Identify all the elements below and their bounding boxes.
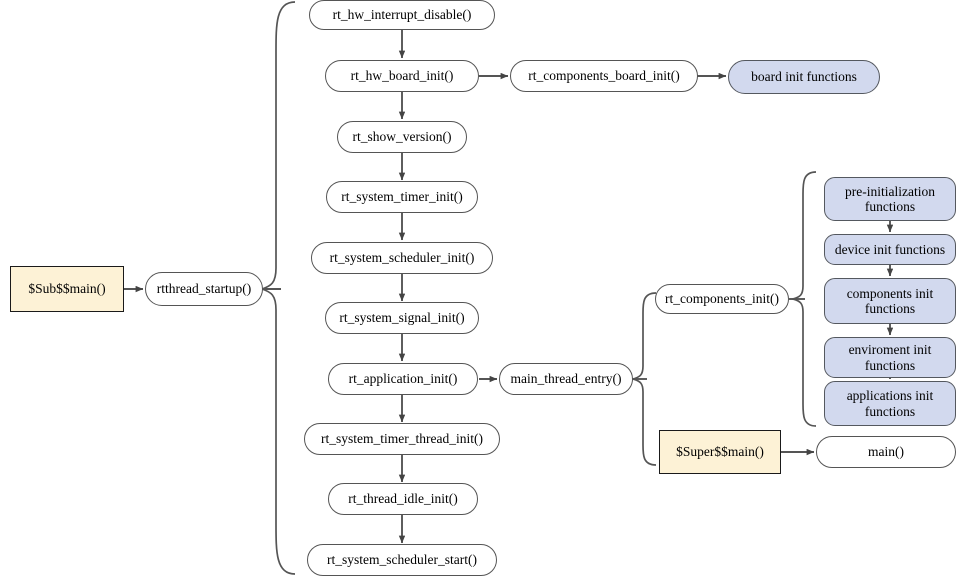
- node-pre-initialization-functions[interactable]: pre-initialization functions: [824, 177, 956, 221]
- node-device-init-functions-label: device init functions: [834, 241, 946, 257]
- node-main-thread-entry-label: main_thread_entry(): [510, 371, 622, 387]
- node-rt-system-signal-init[interactable]: rt_system_signal_init(): [325, 302, 479, 334]
- node-rt-components-init-label: rt_components_init(): [665, 291, 779, 307]
- node-super-main-label: $Super$$main(): [676, 444, 764, 460]
- node-enviroment-init-functions-label: enviroment init functions: [848, 342, 932, 373]
- node-rt-application-init[interactable]: rt_application_init(): [328, 363, 478, 395]
- node-rtthread-startup-label: rtthread_startup(): [156, 281, 252, 297]
- node-rt-components-board-init[interactable]: rt_components_board_init(): [510, 60, 698, 92]
- node-rt-show-version[interactable]: rt_show_version(): [337, 121, 467, 153]
- node-rt-system-timer-thread-init-label: rt_system_timer_thread_init(): [321, 431, 483, 447]
- node-rt-system-signal-init-label: rt_system_signal_init(): [339, 310, 465, 326]
- node-rt-thread-idle-init[interactable]: rt_thread_idle_init(): [328, 483, 478, 515]
- node-rt-components-init[interactable]: rt_components_init(): [655, 284, 789, 314]
- node-rt-system-scheduler-init-label: rt_system_scheduler_init(): [329, 250, 475, 266]
- node-enviroment-init-functions[interactable]: enviroment init functions: [824, 337, 956, 378]
- node-rt-hw-board-init-label: rt_hw_board_init(): [350, 68, 454, 84]
- node-pre-initialization-functions-label: pre-initialization functions: [845, 183, 935, 214]
- brace-main-thread-entry: [629, 292, 657, 466]
- node-rt-system-timer-init[interactable]: rt_system_timer_init(): [326, 181, 478, 213]
- node-main-label: main(): [868, 444, 904, 460]
- node-applications-init-functions[interactable]: applications init functions: [824, 381, 956, 426]
- node-rt-components-board-init-label: rt_components_board_init(): [528, 68, 680, 84]
- node-rt-system-scheduler-init[interactable]: rt_system_scheduler_init(): [311, 242, 493, 274]
- node-main-thread-entry[interactable]: main_thread_entry(): [499, 363, 633, 395]
- node-board-init-functions-label: board init functions: [751, 69, 857, 85]
- node-main[interactable]: main(): [816, 436, 956, 468]
- node-rt-system-scheduler-start[interactable]: rt_system_scheduler_start(): [307, 544, 497, 576]
- node-board-init-functions[interactable]: board init functions: [728, 60, 880, 94]
- node-rt-system-timer-init-label: rt_system_timer_init(): [341, 189, 463, 205]
- node-rt-show-version-label: rt_show_version(): [352, 129, 452, 145]
- node-components-init-functions[interactable]: components init functions: [824, 278, 956, 324]
- node-rt-thread-idle-init-label: rt_thread_idle_init(): [348, 491, 458, 507]
- node-applications-init-functions-label: applications init functions: [846, 388, 934, 419]
- node-rt-hw-board-init[interactable]: rt_hw_board_init(): [325, 60, 479, 92]
- node-rtthread-startup[interactable]: rtthread_startup(): [145, 272, 263, 306]
- node-rt-hw-interrupt-disable[interactable]: rt_hw_interrupt_disable(): [309, 0, 495, 30]
- node-device-init-functions[interactable]: device init functions: [824, 234, 956, 265]
- node-rt-hw-interrupt-disable-label: rt_hw_interrupt_disable(): [332, 7, 472, 23]
- node-components-init-functions-label: components init functions: [846, 285, 934, 316]
- brace-rtthread-startup: [259, 1, 296, 575]
- node-rt-application-init-label: rt_application_init(): [348, 371, 458, 387]
- node-super-main[interactable]: $Super$$main(): [659, 430, 781, 474]
- node-sub-main-label: $Sub$$main(): [28, 281, 106, 297]
- node-rt-system-timer-thread-init[interactable]: rt_system_timer_thread_init(): [304, 423, 500, 455]
- node-sub-main[interactable]: $Sub$$main(): [10, 266, 124, 312]
- node-rt-system-scheduler-start-label: rt_system_scheduler_start(): [327, 552, 477, 568]
- brace-rt-components-init: [789, 171, 817, 427]
